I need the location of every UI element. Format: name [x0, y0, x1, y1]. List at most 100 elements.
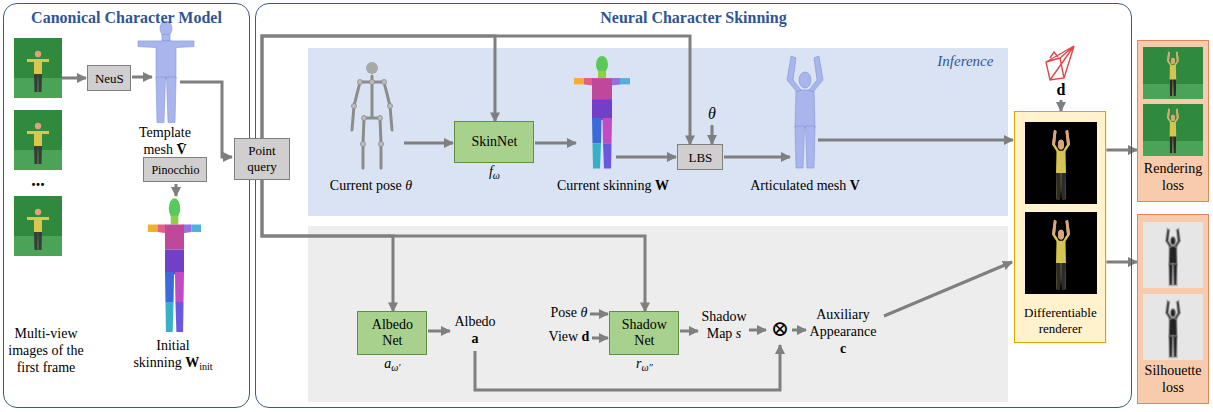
- text-run: ω′: [391, 362, 400, 373]
- loss-fill: [1137, 40, 1209, 202]
- ellipsis: ...: [14, 170, 62, 192]
- flow-arrow: [792, 329, 806, 332]
- loss-box: Rendering loss: [1137, 40, 1209, 202]
- text-run: V: [850, 178, 860, 193]
- signal-label: Albedo a: [451, 314, 499, 348]
- flow-arrow: [62, 77, 86, 80]
- process-box: NeuS: [87, 65, 131, 91]
- text-run: init: [199, 361, 212, 372]
- flow-arrow: [680, 330, 698, 333]
- symbol-label: θ: [703, 104, 721, 123]
- flow-arrow: [592, 337, 608, 340]
- skinning-figure: [148, 198, 201, 332]
- flow-arrow: [1060, 100, 1063, 111]
- network-box: Shadow Netrω″: [609, 311, 679, 355]
- function-symbol: aω′: [346, 356, 438, 373]
- figure-label: Template mesh V̄: [130, 125, 200, 159]
- text-run: W: [185, 355, 199, 370]
- training-region: [308, 226, 1008, 402]
- figure-label: Current pose θ: [316, 178, 426, 195]
- template-mesh: [138, 21, 194, 123]
- photo-image: [1143, 141, 1203, 156]
- figure-label: Current skinning W: [546, 178, 680, 195]
- flow-arrow: [535, 142, 576, 145]
- network-box: Albedo Netaω′: [357, 311, 427, 355]
- flow-arrow: [62, 77, 1061, 390]
- node-label: Inference: [937, 52, 993, 70]
- text-run: a: [472, 331, 479, 346]
- silhouette-image: [1143, 222, 1203, 288]
- node-label: Canonical Character Model: [4, 8, 249, 27]
- node-label: SkinNet: [471, 134, 517, 151]
- photo-image: [1167, 51, 1179, 96]
- flow-arrow: [180, 82, 232, 157]
- text-run: W: [655, 178, 669, 193]
- photo-image: [1143, 104, 1203, 156]
- connector-arrow: [262, 180, 645, 311]
- process-box: Point query: [234, 138, 290, 180]
- input-photo: [14, 110, 62, 170]
- photo-image: [1143, 84, 1203, 99]
- connector-arrow: [1106, 149, 1137, 152]
- node-label: LBS: [688, 150, 712, 166]
- articulated-mesh: [787, 56, 823, 168]
- silhouette-image: [1166, 229, 1180, 285]
- flow-arrow: [175, 184, 178, 196]
- render-image: [1052, 130, 1070, 199]
- flow-arrow: [724, 156, 790, 159]
- node-label: Neural Character Skinning: [256, 8, 1131, 27]
- flow-arrow: [749, 329, 766, 332]
- flow-arrow: [590, 313, 608, 316]
- node-label: Differentiable renderer: [1017, 305, 1103, 336]
- signal-label: Auxiliary Appearance c: [806, 307, 880, 357]
- render-image: [1025, 122, 1097, 204]
- caption-text: Multi-view images of the first frame: [4, 326, 88, 376]
- skeleton: [352, 62, 393, 168]
- render-image: [1025, 212, 1097, 294]
- process-box: LBS: [677, 144, 723, 170]
- node-label: Silhouette loss: [1140, 363, 1206, 397]
- signal-label: Pose θ: [546, 305, 592, 322]
- flow-arrow: [428, 330, 450, 333]
- text-run: d: [1057, 81, 1066, 98]
- flow-arrow: [818, 139, 1013, 142]
- function-symbol: rω″: [598, 356, 690, 373]
- panel: Neural Character SkinningInferenceSkinNe…: [255, 3, 1132, 408]
- loss-box: Silhouette loss: [1137, 214, 1209, 404]
- skinning-figure: [574, 56, 630, 168]
- function-symbol: fω: [443, 164, 545, 181]
- render-image: [1052, 220, 1070, 289]
- flow-arrow: [132, 76, 152, 79]
- node-label: Albedo Net: [363, 317, 421, 351]
- text-run: θ: [708, 105, 716, 122]
- camera-icon: [1046, 46, 1074, 80]
- photo-image: [1143, 47, 1203, 156]
- text-run: θ: [405, 178, 412, 193]
- silhouette-image: [1143, 222, 1203, 360]
- node-label: NeuS: [95, 71, 124, 87]
- renderer-fill: [1015, 112, 1107, 344]
- connector-arrow: [1106, 261, 1137, 264]
- inference-region: [308, 48, 1008, 216]
- renderer-box: Differentiable renderer: [1014, 111, 1106, 343]
- node-label: Shadow Net: [615, 317, 673, 351]
- photo-image: [1167, 108, 1179, 153]
- signal-label: Shadow Map s: [699, 309, 749, 343]
- silhouette-image: [1143, 294, 1203, 360]
- node-label: Pinocchio: [151, 163, 199, 177]
- process-box: Pinocchio: [143, 157, 207, 182]
- flow-arrow: [404, 142, 453, 145]
- text-run: ω: [493, 170, 500, 181]
- flow-arrow: [616, 156, 676, 159]
- connector-arrow: [262, 180, 393, 311]
- flow-arrow: [711, 125, 714, 144]
- camera-icon: [1050, 52, 1058, 58]
- text-run: ω″: [641, 362, 652, 373]
- render-image: [1025, 122, 1097, 294]
- input-photo: [14, 38, 62, 98]
- camera-icon: [1046, 46, 1074, 80]
- operator-symbol: ⊗: [767, 316, 793, 342]
- symbol-label: d: [1051, 80, 1071, 99]
- signal-label: View d: [546, 329, 592, 346]
